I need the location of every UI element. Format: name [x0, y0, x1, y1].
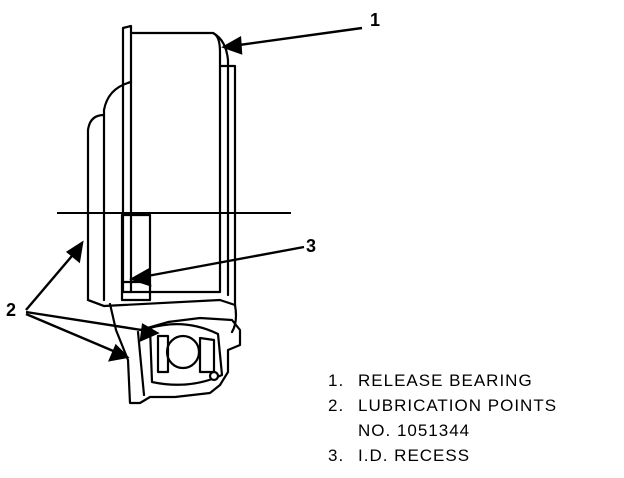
legend: 1. RELEASE BEARING 2. LUBRICATION POINTS…	[328, 368, 557, 468]
legend-number: 2.	[328, 396, 345, 415]
outer-race	[198, 336, 216, 374]
callout-3: 3	[306, 236, 317, 256]
inner-race	[156, 334, 170, 374]
legend-text: LUBRICATION POINTS	[358, 396, 558, 415]
arrowhead-1	[221, 36, 243, 55]
bearing-ball	[165, 334, 201, 370]
bearing-ring	[148, 323, 224, 386]
sleeve-left	[102, 80, 133, 302]
callout-1: 1	[370, 10, 381, 30]
leader-2b	[25, 310, 149, 333]
legend-number: 3.	[328, 446, 345, 465]
callout-2: 2	[6, 300, 17, 320]
housing-bottom	[86, 298, 237, 308]
legend-text: I.D. RECESS	[358, 446, 471, 465]
lower-flange	[108, 302, 242, 405]
legend-item-2-continuation: NO. 1051344	[358, 421, 471, 440]
arrowhead-3	[129, 268, 152, 287]
leader-3	[141, 245, 305, 279]
arrowhead-2a	[65, 240, 84, 264]
mounting-plate	[121, 24, 133, 294]
legend-item-1: 1. RELEASE BEARING	[328, 368, 557, 393]
leader-1	[231, 26, 363, 48]
legend-text: RELEASE BEARING	[358, 371, 533, 390]
sleeve-outer	[86, 113, 106, 308]
flange-inner	[136, 330, 146, 397]
legend-item-3: 3. I.D. RECESS	[328, 443, 557, 468]
leader-2a	[25, 249, 78, 311]
lube-fitting	[208, 370, 220, 382]
legend-item-2: 2. LUBRICATION POINTS	[328, 393, 557, 418]
leader-2c	[25, 312, 119, 355]
housing-inner-edge	[211, 31, 230, 297]
bearing-housing	[129, 31, 222, 294]
recess-block	[120, 213, 152, 302]
arrowhead-2c	[108, 343, 130, 362]
arrowhead-2b	[139, 323, 160, 342]
legend-number: 1.	[328, 371, 345, 390]
